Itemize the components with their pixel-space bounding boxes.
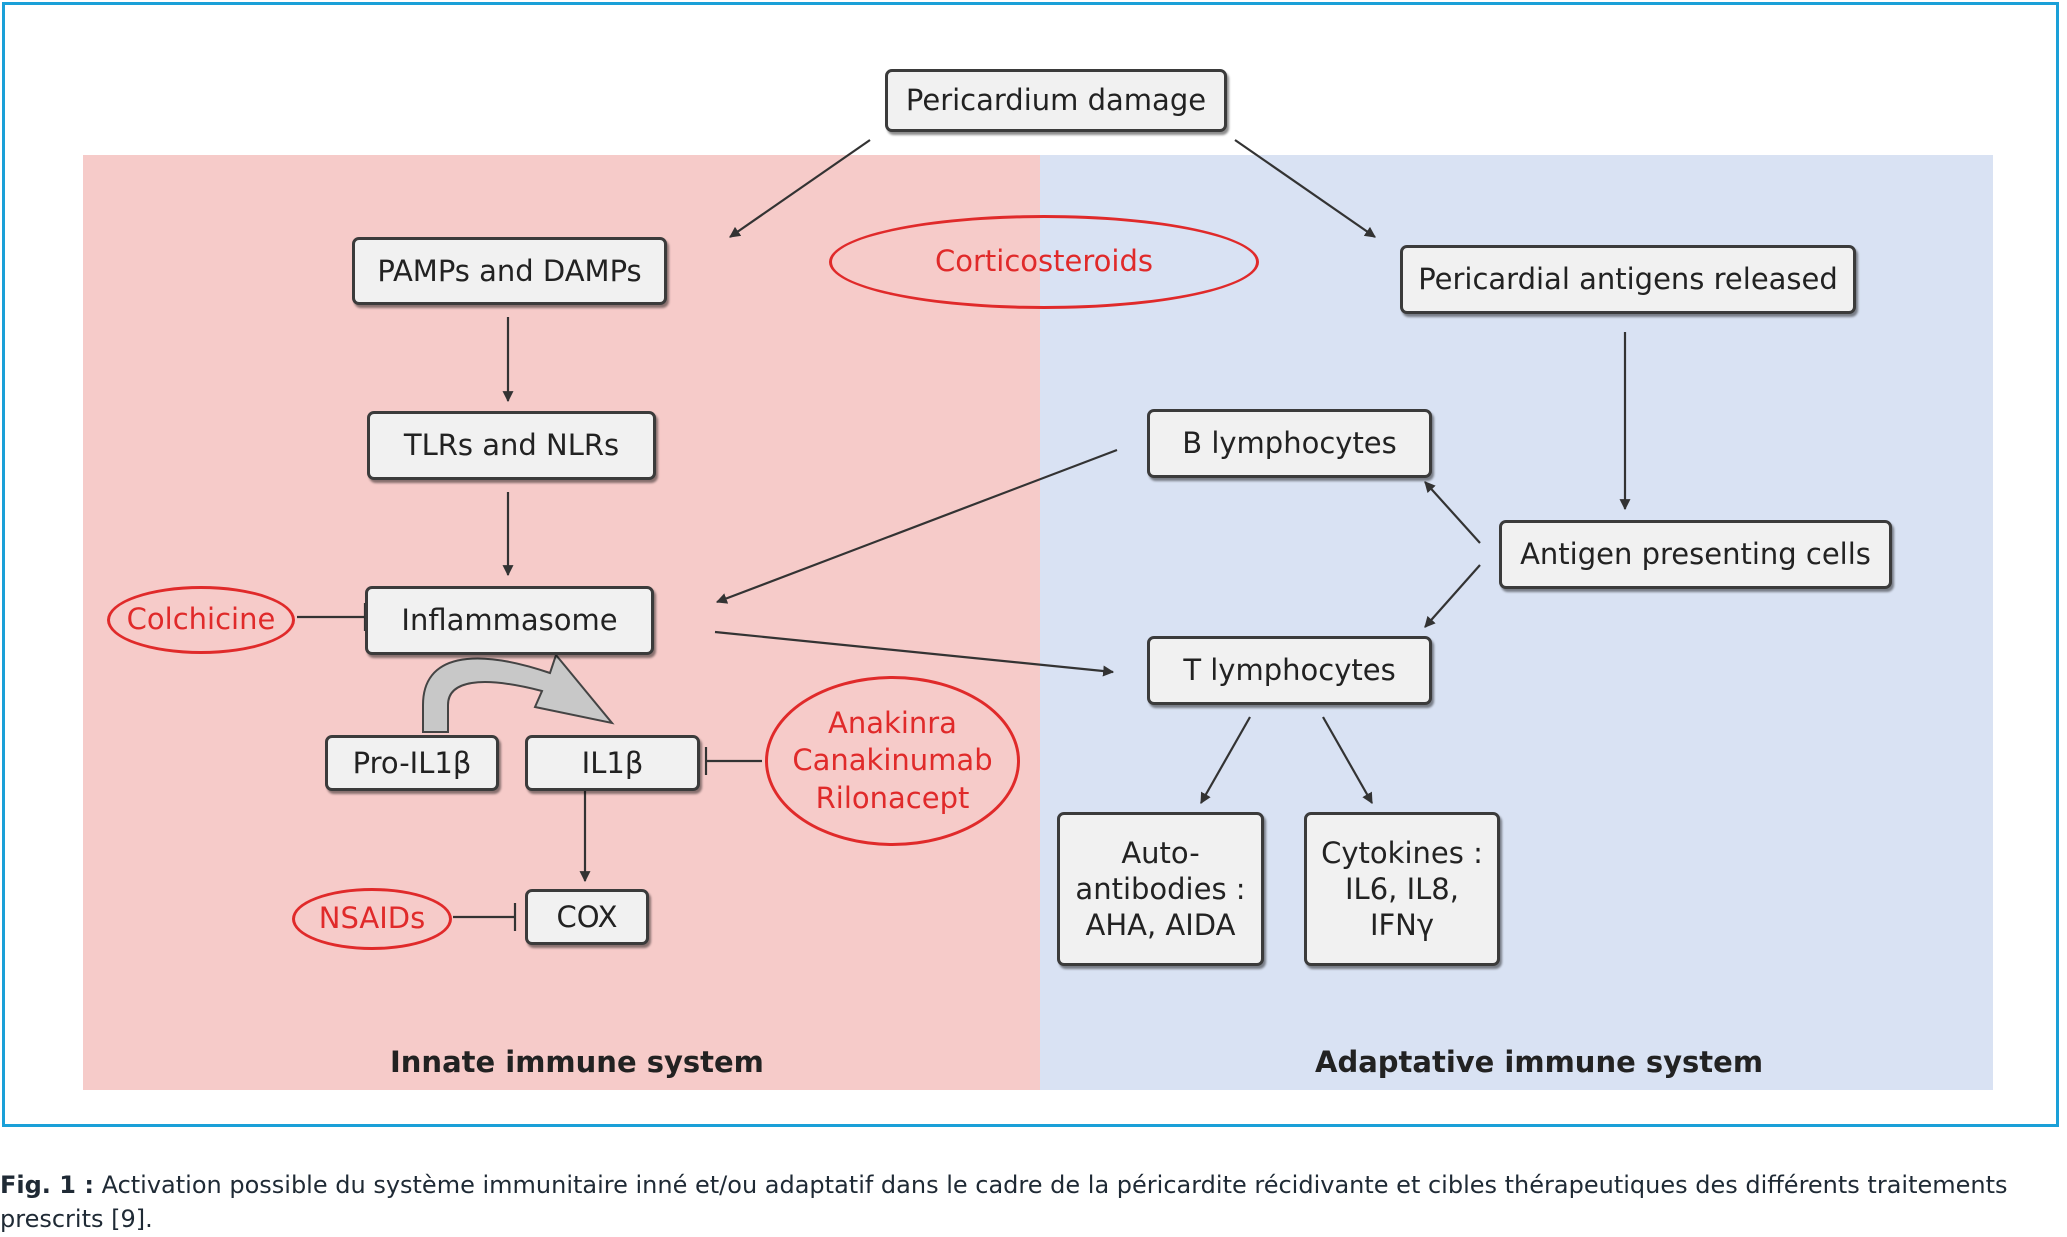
- figure-caption: Fig. 1 : Activation possible du système …: [0, 1168, 2062, 1236]
- node-cox: COX: [525, 889, 649, 945]
- node-pericardial-antigens: Pericardial antigens released: [1400, 245, 1856, 314]
- node-b-lymphocytes: B lymphocytes: [1147, 409, 1432, 478]
- drug-corticosteroids: Corticosteroids: [829, 215, 1259, 309]
- node-cytokines: Cytokines : IL6, IL8, IFNγ: [1304, 812, 1500, 966]
- drug-il1-inhibitors: Anakinra Canakinumab Rilonacept: [765, 676, 1020, 846]
- arrow-b-lymphocytes-to-inflammasome: [715, 448, 1118, 604]
- node-inflammasome: Inflammasome: [365, 586, 654, 655]
- arrow-apc-to-b-lymphocytes: [1424, 481, 1481, 544]
- node-t-lymphocytes: T lymphocytes: [1147, 636, 1432, 705]
- drug-colchicine: Colchicine: [107, 586, 295, 654]
- arrow-apc-to-t-lymphocytes: [1424, 564, 1481, 628]
- figure-frame: Pericardium damage PAMPs and DAMPs TLRs …: [2, 2, 2059, 1127]
- curved-conversion-arrow: [422, 652, 615, 733]
- arrow-inflammasome-to-t-lymphocytes: [714, 630, 1115, 677]
- arrow-damage-to-antigens: [1234, 139, 1376, 238]
- arrow-damage-to-pamps: [729, 139, 871, 238]
- node-autoantibodies: Auto- antibodies : AHA, AIDA: [1057, 812, 1264, 966]
- drug-nsaids: NSAIDs: [292, 888, 452, 950]
- arrow-t-to-cytokines: [1322, 716, 1373, 804]
- node-pamps-damps: PAMPs and DAMPs: [352, 237, 667, 305]
- adaptive-label: Adaptative immune system: [1315, 1045, 1764, 1079]
- node-antigen-presenting-cells: Antigen presenting cells: [1499, 520, 1892, 589]
- node-pericardium-damage: Pericardium damage: [885, 69, 1227, 132]
- caption-label: Fig. 1 :: [0, 1171, 94, 1199]
- node-tlrs-nlrs: TLRs and NLRs: [367, 411, 656, 480]
- arrow-t-to-autoantibodies: [1200, 716, 1251, 804]
- caption-text: Activation possible du système immunitai…: [0, 1171, 2008, 1233]
- node-il1b: IL1β: [525, 735, 700, 791]
- node-pro-il1b: Pro-IL1β: [325, 735, 499, 791]
- connector-layer: [297, 139, 1631, 931]
- innate-label: Innate immune system: [390, 1045, 764, 1079]
